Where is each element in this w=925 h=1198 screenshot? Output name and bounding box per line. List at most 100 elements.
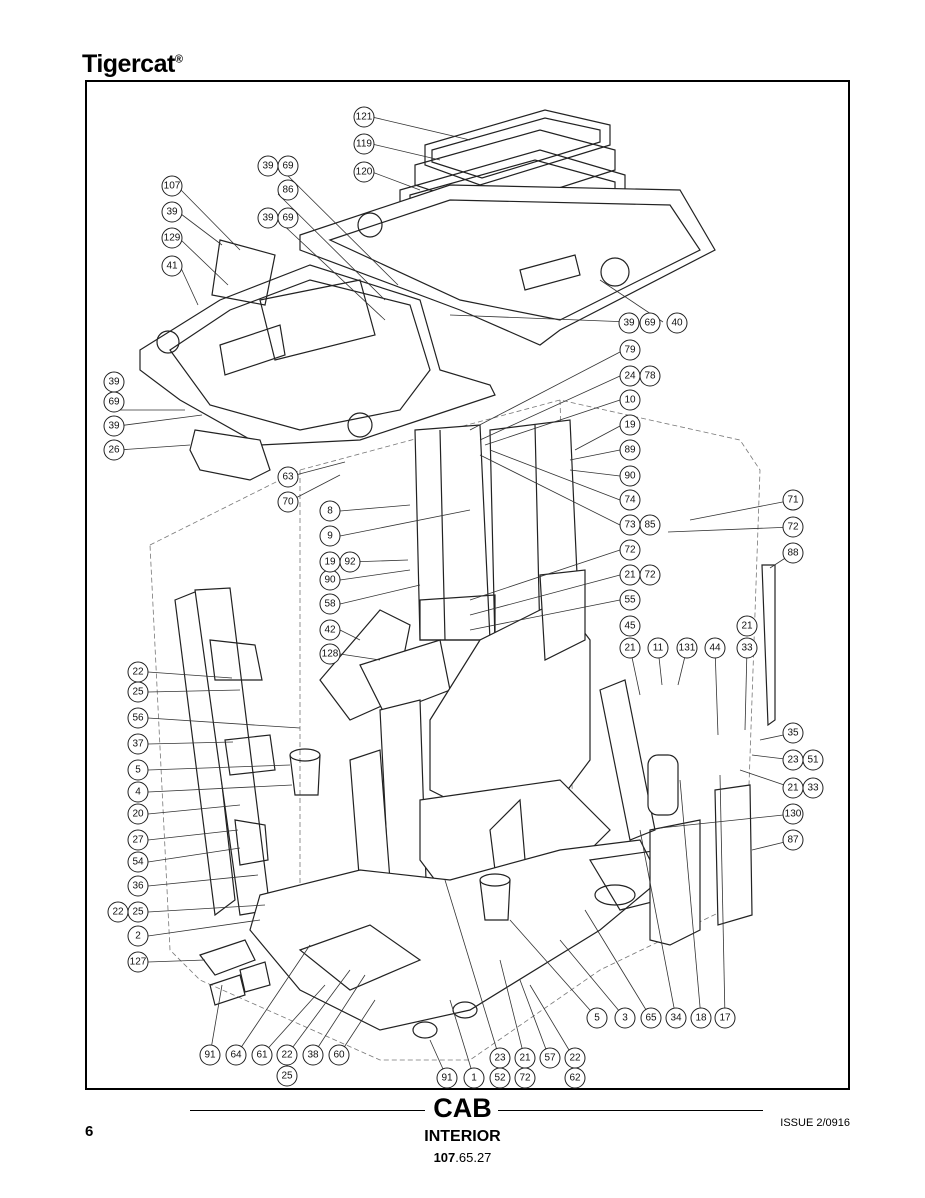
callout-37: 37 (132, 739, 144, 750)
callout-22: 22 (281, 1050, 293, 1061)
section-subtitle: INTERIOR (424, 1128, 501, 1145)
callout-1: 1 (471, 1073, 477, 1084)
callout-35: 35 (787, 728, 799, 739)
callout-90: 90 (624, 471, 636, 482)
callout-121: 121 (356, 112, 373, 123)
callout-56: 56 (132, 713, 144, 724)
callout-39: 39 (108, 377, 120, 388)
callout-25: 25 (132, 687, 144, 698)
callout-52: 52 (494, 1073, 506, 1084)
issue-label: ISSUE 2/0916 (780, 1117, 850, 1129)
footer-rule-left (190, 1110, 425, 1111)
callout-39: 39 (166, 207, 178, 218)
callout-38: 38 (307, 1050, 319, 1061)
callout-26: 26 (108, 445, 120, 456)
callout-62: 62 (569, 1073, 581, 1084)
callout-2: 2 (135, 931, 141, 942)
callout-119: 119 (356, 139, 372, 150)
callout-72: 72 (624, 545, 636, 556)
callout-64: 64 (230, 1050, 242, 1061)
callout-69: 69 (282, 161, 294, 172)
callout-33: 33 (807, 783, 819, 794)
callout-39: 39 (262, 213, 274, 224)
callout-11: 11 (653, 643, 664, 654)
callout-120: 120 (356, 167, 373, 178)
callout-22: 22 (569, 1053, 581, 1064)
callout-86: 86 (282, 185, 294, 196)
callout-60: 60 (333, 1050, 345, 1061)
callout-40: 40 (671, 318, 683, 329)
callout-23: 23 (494, 1053, 506, 1064)
callout-41: 41 (166, 261, 178, 272)
callout-72: 72 (787, 522, 799, 533)
callout-36: 36 (132, 881, 144, 892)
callout-42: 42 (324, 625, 336, 636)
footer-rule-right (498, 1110, 763, 1111)
callout-5: 5 (135, 765, 141, 776)
section-code: 107.65.27 (433, 1150, 492, 1165)
callout-44: 44 (709, 643, 721, 654)
callout-25: 25 (132, 907, 144, 918)
callout-74: 74 (624, 495, 636, 506)
callout-19: 19 (324, 557, 336, 568)
callout-57: 57 (544, 1053, 556, 1064)
callout-22: 22 (112, 907, 124, 918)
callout-22: 22 (132, 667, 144, 678)
callout-19: 19 (624, 420, 636, 431)
callout-61: 61 (256, 1050, 268, 1061)
callout-25: 25 (281, 1071, 293, 1082)
callout-91: 91 (441, 1073, 453, 1084)
callout-71: 71 (787, 495, 799, 506)
callout-39: 39 (623, 318, 635, 329)
callout-72: 72 (519, 1073, 531, 1084)
callout-92: 92 (344, 557, 356, 568)
callout-45: 45 (624, 621, 636, 632)
callout-18: 18 (695, 1013, 707, 1024)
callout-128: 128 (322, 649, 339, 660)
callout-4: 4 (135, 787, 141, 798)
callout-21: 21 (624, 570, 636, 581)
callout-3: 3 (622, 1013, 628, 1024)
callout-69: 69 (644, 318, 656, 329)
callout-39: 39 (262, 161, 274, 172)
callout-10: 10 (624, 395, 636, 406)
callout-58: 58 (324, 599, 336, 610)
callout-129: 129 (164, 233, 181, 244)
callout-107: 107 (164, 181, 181, 192)
callout-9: 9 (327, 531, 333, 542)
section-title: CAB (433, 1093, 492, 1123)
callout-17: 17 (719, 1013, 731, 1024)
callout-87: 87 (787, 835, 799, 846)
diagram-frame (85, 80, 850, 1090)
callout-8: 8 (327, 506, 333, 517)
callout-51: 51 (807, 755, 819, 766)
callout-65: 65 (645, 1013, 657, 1024)
callout-21: 21 (787, 783, 799, 794)
callout-131: 131 (679, 643, 696, 654)
callout-54: 54 (132, 857, 144, 868)
callout-69: 69 (282, 213, 294, 224)
callout-88: 88 (787, 548, 799, 559)
callout-63: 63 (282, 472, 294, 483)
callout-69: 69 (108, 397, 120, 408)
callout-5: 5 (594, 1013, 600, 1024)
callout-89: 89 (624, 445, 636, 456)
callout-70: 70 (282, 497, 294, 508)
callout-130: 130 (785, 809, 802, 820)
callout-73: 73 (624, 520, 636, 531)
callout-79: 79 (624, 345, 636, 356)
callout-27: 27 (132, 835, 144, 846)
callout-21: 21 (624, 643, 636, 654)
callout-34: 34 (670, 1013, 682, 1024)
page-number: 6 (85, 1123, 94, 1140)
callout-20: 20 (132, 809, 144, 820)
callout-90: 90 (324, 575, 336, 586)
callout-21: 21 (741, 621, 753, 632)
callout-55: 55 (624, 595, 636, 606)
callout-91: 91 (204, 1050, 216, 1061)
callout-21: 21 (519, 1053, 531, 1064)
callout-78: 78 (644, 371, 656, 382)
callout-72: 72 (644, 570, 656, 581)
brand-logo: Tigercat® (82, 50, 183, 78)
